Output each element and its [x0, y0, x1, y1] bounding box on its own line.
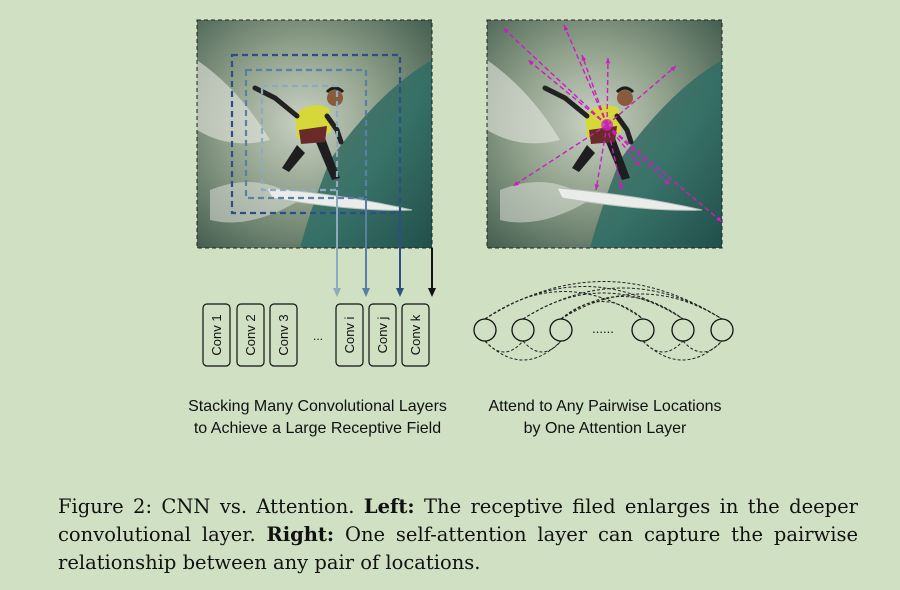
- conv-layer-label: Conv i: [342, 316, 357, 353]
- attention-node: [549, 318, 573, 342]
- attention-arc: [484, 340, 562, 361]
- attention-node: [631, 318, 655, 342]
- attention-arc: [484, 281, 723, 320]
- conv-layer-box: [202, 303, 231, 367]
- attention-arrow: [606, 124, 641, 167]
- left-subcaption-line-2: to Achieve a Large Receptive Field: [193, 420, 442, 437]
- surfer-photo-left: [196, 19, 433, 249]
- attention-arrowhead: [664, 179, 670, 185]
- attention-arc: [522, 292, 684, 320]
- conv-layer-stack: Conv 1 Conv 2 Conv 3... Conv i Conv j Conv k: [202, 303, 430, 367]
- attention-arrows: [502, 24, 723, 223]
- attention-arrow: [563, 24, 608, 126]
- left-subcaption-line-1: Stacking Many Convolutional Layers: [188, 398, 447, 415]
- conv-layer-box: [368, 303, 397, 367]
- attention-arrow: [581, 54, 608, 126]
- attention-arrowhead: [503, 28, 509, 34]
- attention-arrowhead: [564, 25, 569, 31]
- conv-layer-label: Conv 2: [243, 314, 258, 355]
- attention-arrow: [606, 57, 609, 126]
- attention-arrowhead: [594, 184, 600, 190]
- right-subcaption: Attend to Any Pairwise Locations by One …: [470, 396, 740, 440]
- caption-prefix: Figure 2: CNN vs. Attention.: [58, 495, 355, 518]
- attention-arrow: [606, 124, 723, 223]
- attention-arc: [560, 296, 684, 320]
- attention-node: [671, 318, 695, 342]
- receptive-field-arrows: [333, 190, 436, 297]
- right-subcaption-line-1: Attend to Any Pairwise Locations: [488, 398, 722, 415]
- conv-layer-box: [401, 303, 430, 367]
- surfer-photo-right: [486, 19, 723, 249]
- attention-arrowhead: [605, 58, 611, 64]
- conv-layer-box: [236, 303, 265, 367]
- attention-node: [473, 318, 497, 342]
- conv-layer-label: Conv 1: [209, 314, 224, 355]
- attention-arrowhead: [670, 66, 676, 72]
- conv-ellipsis: ...: [313, 329, 323, 343]
- attention-arrowhead: [528, 60, 534, 66]
- attention-arrow: [606, 124, 671, 186]
- conv-layer-label: Conv 3: [276, 314, 291, 355]
- attention-arrow: [512, 124, 608, 187]
- caption-left-text: The receptive filed enlarges in the deep…: [58, 495, 859, 546]
- attention-arrowhead: [581, 55, 587, 61]
- conv-layer-box: [269, 303, 298, 367]
- attention-arc: [522, 340, 562, 353]
- attention-arrow: [606, 124, 623, 191]
- conv-layer-box: [335, 303, 364, 367]
- attention-node: [710, 318, 734, 342]
- attention-arc: [484, 340, 524, 353]
- attention-arrow: [527, 59, 608, 126]
- attention-arc: [642, 340, 684, 353]
- attention-graph: [473, 281, 734, 361]
- conv-layer-label: Conv k: [408, 314, 423, 355]
- figure-caption: Figure 2: CNN vs. Attention. Left: The r…: [58, 493, 858, 577]
- right-subcaption-line-2: by One Attention Layer: [523, 420, 687, 437]
- attention-center: [601, 119, 613, 131]
- node-dots: ......: [592, 321, 614, 336]
- attention-arrow: [595, 124, 608, 191]
- conv-layer-label: Conv j: [375, 316, 390, 353]
- caption-right-label: Right:: [266, 523, 335, 546]
- caption-right-text: One self-attention layer can capture the…: [58, 523, 858, 574]
- caption-left-label: Left:: [363, 495, 415, 518]
- left-subcaption: Stacking Many Convolutional Layers to Ac…: [175, 396, 460, 440]
- attention-node: [511, 318, 535, 342]
- attention-arc: [560, 293, 723, 320]
- attention-arc: [560, 301, 644, 320]
- attention-arrow: [606, 65, 677, 126]
- attention-arrowhead: [716, 216, 722, 222]
- attention-arrowhead: [634, 160, 640, 166]
- attention-arc: [484, 291, 644, 320]
- attention-arrowhead: [618, 184, 624, 190]
- attention-arc: [642, 340, 723, 361]
- attention-arrowhead: [513, 181, 519, 186]
